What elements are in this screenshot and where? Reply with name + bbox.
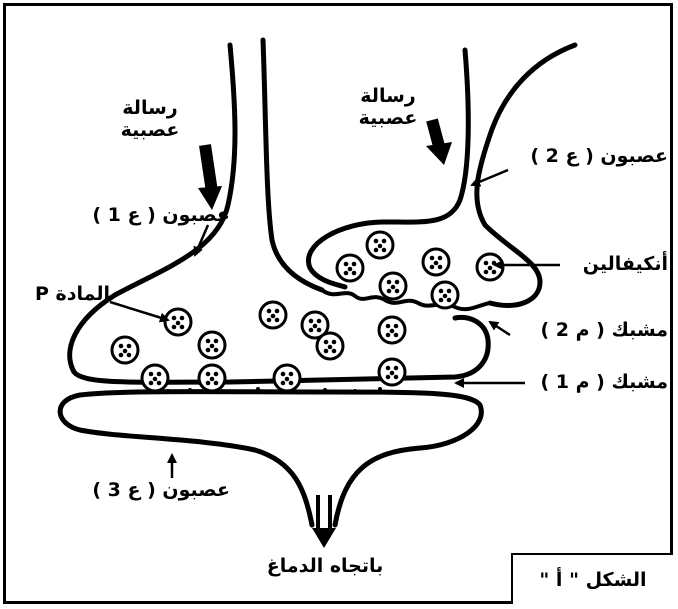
enkephalin-vesicles — [337, 232, 503, 308]
figure-caption-box: الشكل " أ " — [511, 553, 673, 604]
message-left-line1: رسالة — [110, 98, 190, 120]
substance-p-vesicles — [112, 302, 405, 363]
figure-caption: الشكل " أ " — [539, 569, 646, 591]
message-label-right: رسالة عصبية — [348, 86, 428, 130]
message-left-line2: عصبية — [110, 120, 190, 142]
message-right-line2: عصبية — [348, 108, 428, 130]
synapse1-label: مشبك ( م 1 ) — [540, 372, 668, 394]
exocytosis-vesicles-s1 — [142, 359, 405, 391]
neuron3-label: عصبون ( ع 3 ) — [92, 480, 230, 502]
neuron2-label: عصبون ( ع 2 ) — [530, 146, 668, 168]
to-brain-label: باتجاه الدماغ — [220, 556, 430, 578]
enkephalin-label: أنكيفالين — [583, 254, 668, 276]
substance-p-label: المادة P — [35, 284, 110, 306]
neuron3-outline — [60, 392, 481, 525]
message-right-line1: رسالة — [348, 86, 428, 108]
to-brain-arrow — [312, 495, 336, 548]
synapse2-label: مشبك ( م 2 ) — [540, 320, 668, 342]
neuron1-label: عصبون ( ع 1 ) — [92, 205, 230, 227]
synapse2-membrane — [322, 290, 490, 309]
message-label-left: رسالة عصبية — [110, 98, 190, 142]
